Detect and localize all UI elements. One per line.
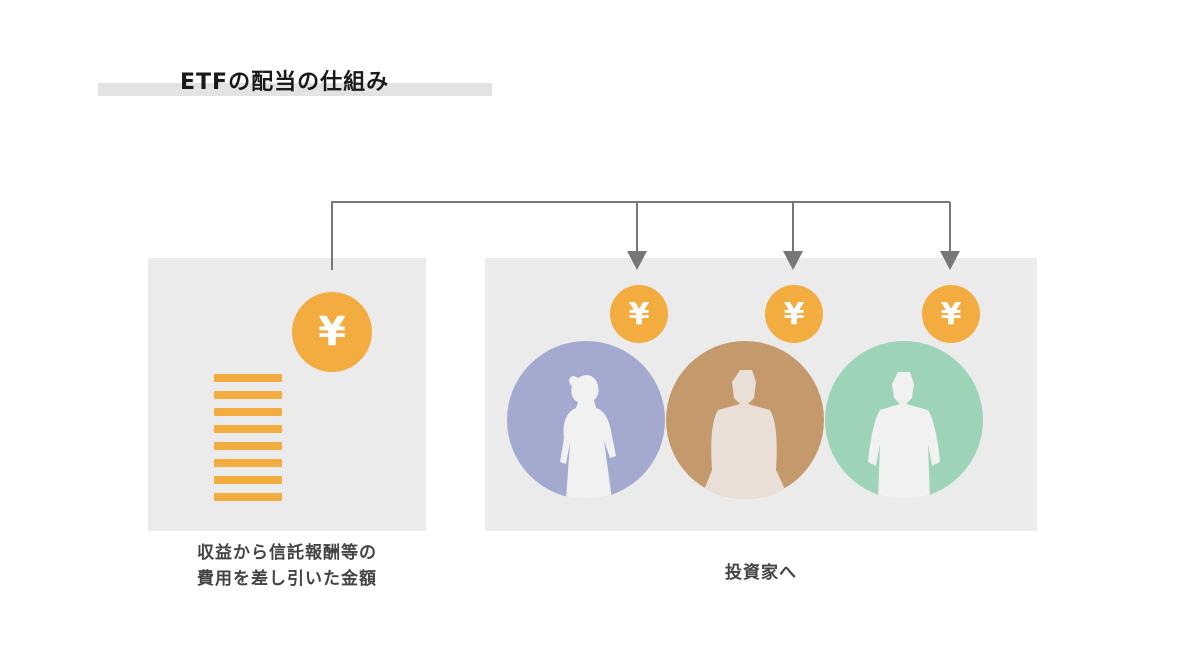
yen-coin-icon: ¥ [922,285,980,343]
fund-caption-line: 費用を差し引いた金額 [197,569,377,589]
woman-silhouette-icon [560,375,616,499]
man-silhouette-icon [868,372,940,499]
coin-stack-bar [214,493,282,501]
yen-coin-icon: ¥ [292,292,372,372]
yen-coin-icon: ¥ [610,285,668,343]
coin-stack-bar [214,476,282,484]
fund-panel [148,258,426,531]
page-title: ETFの配当の仕組み [180,70,390,95]
connector-lines [331,201,951,270]
coin-stack-bar [214,408,282,416]
coin-stack-bar [214,442,282,450]
title-underline-bar [98,83,492,96]
investor-2 [666,341,824,499]
investor-3 [825,341,983,499]
man-silhouette-icon [700,370,790,499]
coin-stack-bar [214,459,282,467]
title-area: ETFの配当の仕組み [98,60,492,100]
arrow-head-icon [940,251,960,270]
arrow-head-icon [627,251,647,270]
coin-stack-bar [214,391,282,399]
connector-main-line [331,201,950,270]
investor-1 [507,341,665,499]
arrow-head-icon [783,251,803,270]
fund-caption: 収益から信託報酬等の 費用を差し引いた金額 [148,540,426,592]
fund-caption-line: 収益から信託報酬等の [197,543,377,563]
coin-stack-bar [214,374,282,382]
investors-caption: 投資家へ [725,563,797,583]
yen-coin-icon: ¥ [765,285,823,343]
coin-stack-bar [214,425,282,433]
